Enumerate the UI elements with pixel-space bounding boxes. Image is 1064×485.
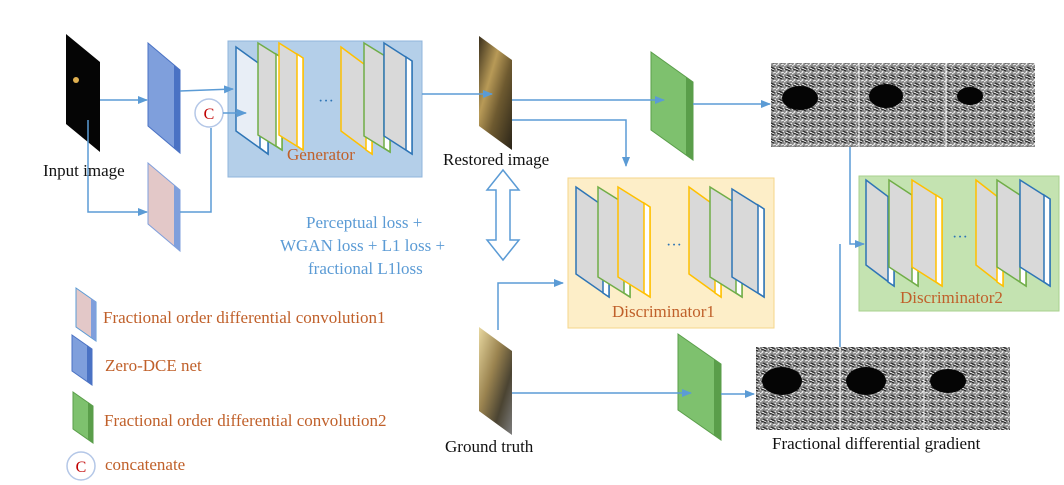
- input-image-label: Input image: [43, 161, 125, 180]
- restored-image-label: Restored image: [443, 150, 550, 169]
- generator-label: Generator: [287, 145, 355, 164]
- legend-swatch-concat: C: [66, 451, 96, 481]
- discriminator1-layers: [575, 185, 765, 299]
- generator-ellipsis: ···: [318, 93, 334, 110]
- legend-label-zero-dce: Zero-DCE net: [105, 356, 202, 375]
- ground-truth-image: [479, 327, 512, 435]
- frac-conv2-block-top-side: [686, 77, 693, 160]
- restored-image: [479, 36, 512, 150]
- gradient-strip-top: [771, 63, 1035, 147]
- concat-symbol: C: [204, 106, 215, 123]
- loss-line-2: WGAN loss + L1 loss +: [280, 236, 446, 255]
- input-image: [66, 34, 100, 152]
- legend-label-frac-conv2: Fractional order differential convolutio…: [104, 411, 387, 430]
- gradient-blob-2: [869, 84, 903, 108]
- legend-label-frac-conv1: Fractional order differential convolutio…: [103, 308, 386, 327]
- gradient-blob-3: [957, 87, 983, 105]
- discriminator2-ellipsis: ···: [952, 229, 968, 246]
- ground-truth-label: Ground truth: [445, 437, 534, 456]
- zero-dce-block-side: [174, 65, 180, 153]
- discriminator2-layers: [865, 178, 1051, 288]
- gradient-blob-1: [782, 86, 818, 110]
- discriminator1-label: Discriminator1: [612, 302, 715, 321]
- fractional-gradient-label: Fractional differential gradient: [772, 434, 981, 453]
- discriminator1-ellipsis: ···: [666, 237, 682, 254]
- legend-concat-symbol: C: [76, 459, 87, 476]
- discriminator2-label: Discriminator2: [900, 288, 1003, 307]
- gradient-blob-6: [930, 369, 966, 393]
- gradient-blob-4: [762, 367, 802, 395]
- legend-swatch-blue: [71, 334, 93, 386]
- loss-double-arrow: [485, 168, 521, 262]
- legend-label-concatenate: concatenate: [105, 455, 186, 474]
- input-image-light: [73, 77, 79, 83]
- frac-conv2-block-bottom-side: [714, 359, 721, 440]
- generator-layers: [235, 41, 413, 156]
- loss-line-3: fractional L1loss: [308, 259, 423, 278]
- gradient-blob-5: [846, 367, 886, 395]
- frac-conv1-block-side: [174, 185, 180, 251]
- connectors: [87, 85, 865, 398]
- legend-swatch-green: [72, 391, 94, 444]
- legend-swatch-pink: [75, 287, 97, 342]
- loss-line-1: Perceptual loss +: [306, 213, 423, 232]
